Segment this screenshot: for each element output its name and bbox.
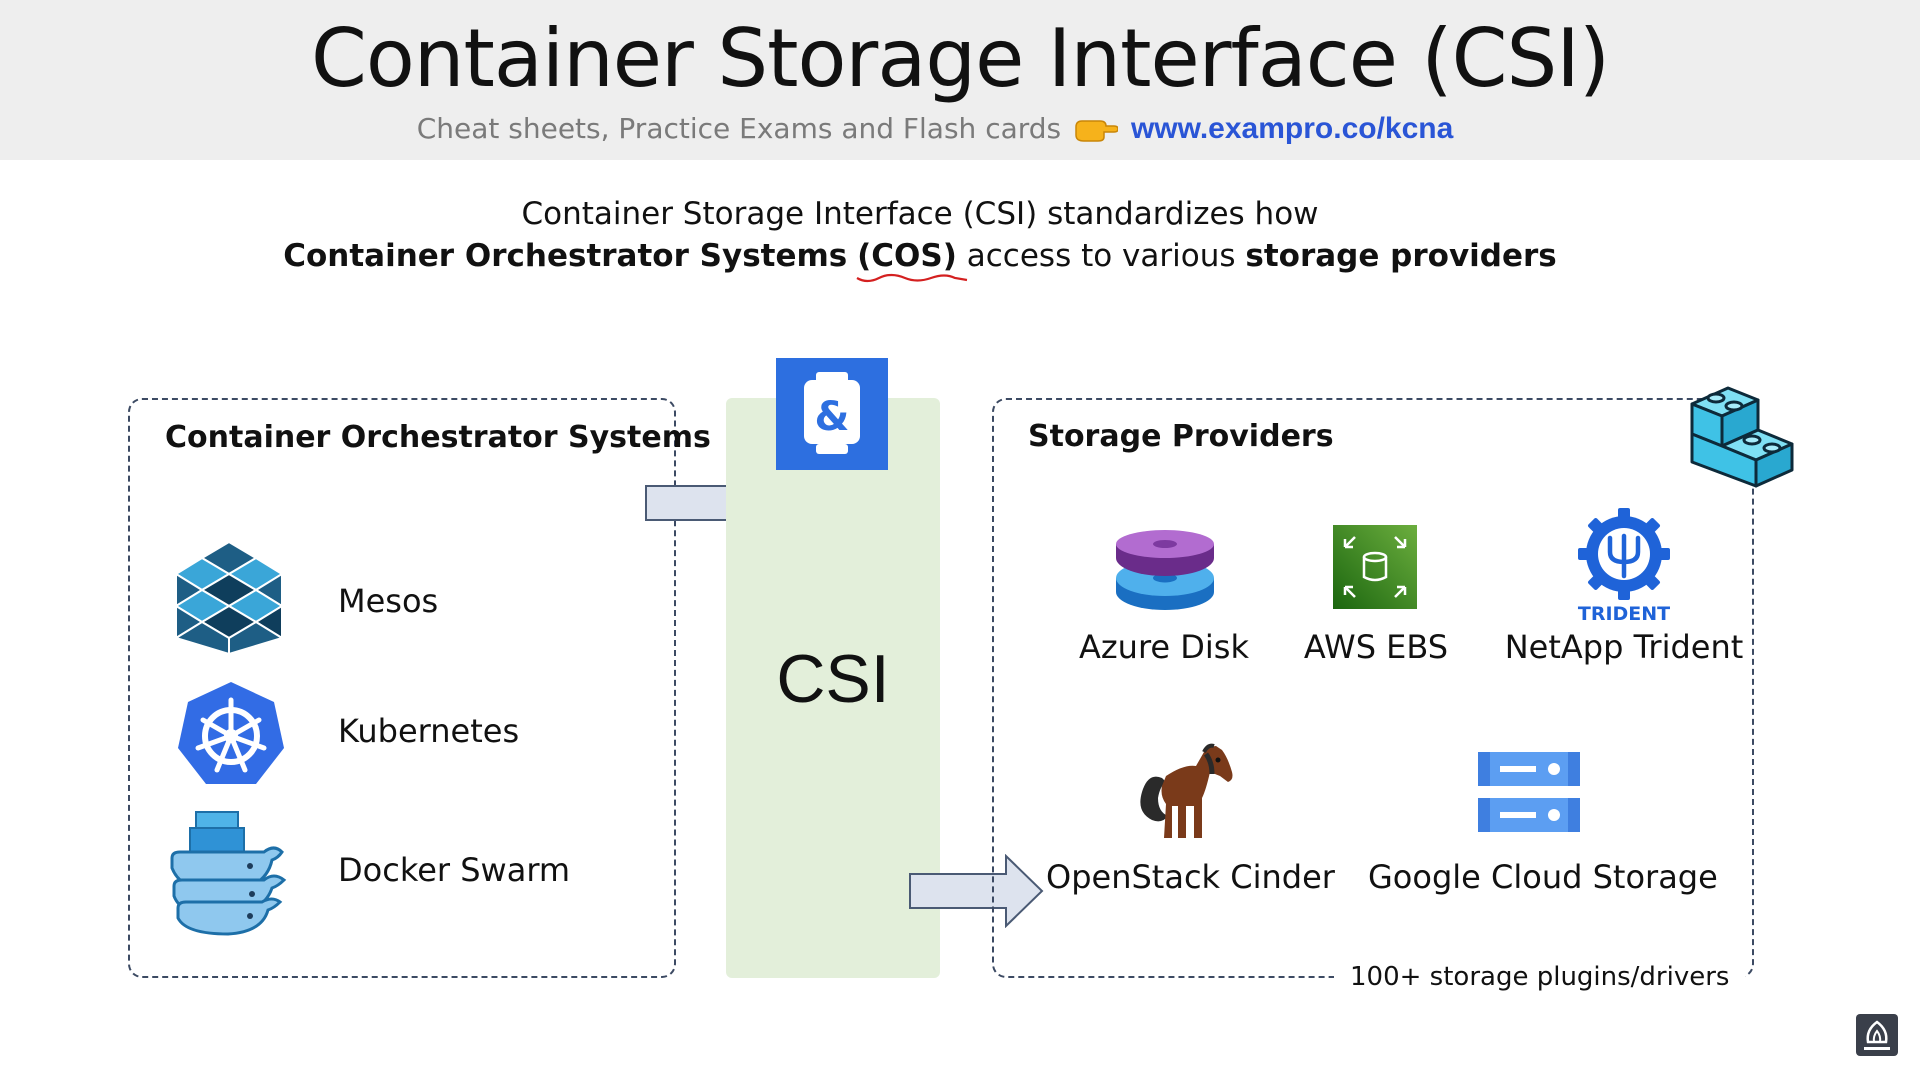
intro-cos-abbrev: (COS) (857, 238, 957, 274)
csi-logo-icon: & (776, 358, 888, 470)
intro-mid-text: access to various (966, 238, 1236, 274)
intro-cos-phrase: Container Orchestrator Systems (283, 238, 848, 274)
lego-blocks-icon (1690, 386, 1794, 488)
netapp-trident-icon: TRIDENT (1578, 508, 1670, 624)
orchestrator-label-mesos: Mesos (338, 582, 439, 620)
intro-line-2: Container Orchestrator Systems (COS) acc… (0, 238, 1840, 274)
orchestrator-systems-title: Container Orchestrator Systems (165, 420, 711, 455)
orchestrator-label-docker-swarm: Docker Swarm (338, 851, 571, 889)
arrow-to-providers-icon (909, 854, 1044, 928)
provider-label-google-cloud-storage: Google Cloud Storage (1368, 858, 1718, 896)
azure-disk-icon (1116, 530, 1214, 610)
plugins-footer-note: 100+ storage plugins/drivers (1334, 962, 1746, 992)
google-cloud-storage-icon (1478, 752, 1580, 832)
subscribe-badge-icon[interactable] (1856, 1014, 1898, 1056)
intro-line-1: Container Storage Interface (CSI) standa… (521, 196, 1319, 232)
provider-label-netapp-trident: NetApp Trident (1504, 628, 1744, 666)
cos-red-underline (856, 273, 968, 283)
orchestrator-label-kubernetes: Kubernetes (338, 712, 520, 750)
subtitle-text: Cheat sheets, Practice Exams and Flash c… (416, 112, 1062, 145)
pointing-hand-icon (1075, 120, 1119, 142)
header-subtitle: Cheat sheets, Practice Exams and Flash c… (0, 112, 1870, 146)
docker-swarm-icon (170, 811, 287, 936)
provider-label-aws-ebs: AWS EBS (1303, 628, 1449, 666)
header-banner (0, 0, 1920, 160)
orchestrator-systems-box (128, 398, 676, 978)
storage-providers-title: Storage Providers (1028, 419, 1334, 454)
csi-label: CSI (776, 641, 890, 717)
provider-label-openstack-cinder: OpenStack Cinder (1046, 858, 1335, 896)
svg-text:&: & (815, 394, 850, 440)
csi-column (726, 398, 940, 978)
trident-badge: TRIDENT (1578, 603, 1670, 624)
kubernetes-icon (178, 682, 284, 784)
exampro-link[interactable]: www.exampro.co/kcna (1130, 112, 1454, 145)
provider-label-azure-disk: Azure Disk (1078, 628, 1249, 666)
page-title: Container Storage Interface (CSI) (310, 12, 1610, 105)
intro-storage-phrase: storage providers (1245, 238, 1557, 274)
openstack-cinder-icon (1140, 743, 1233, 838)
aws-ebs-icon (1333, 525, 1417, 609)
mesos-icon (176, 540, 282, 656)
